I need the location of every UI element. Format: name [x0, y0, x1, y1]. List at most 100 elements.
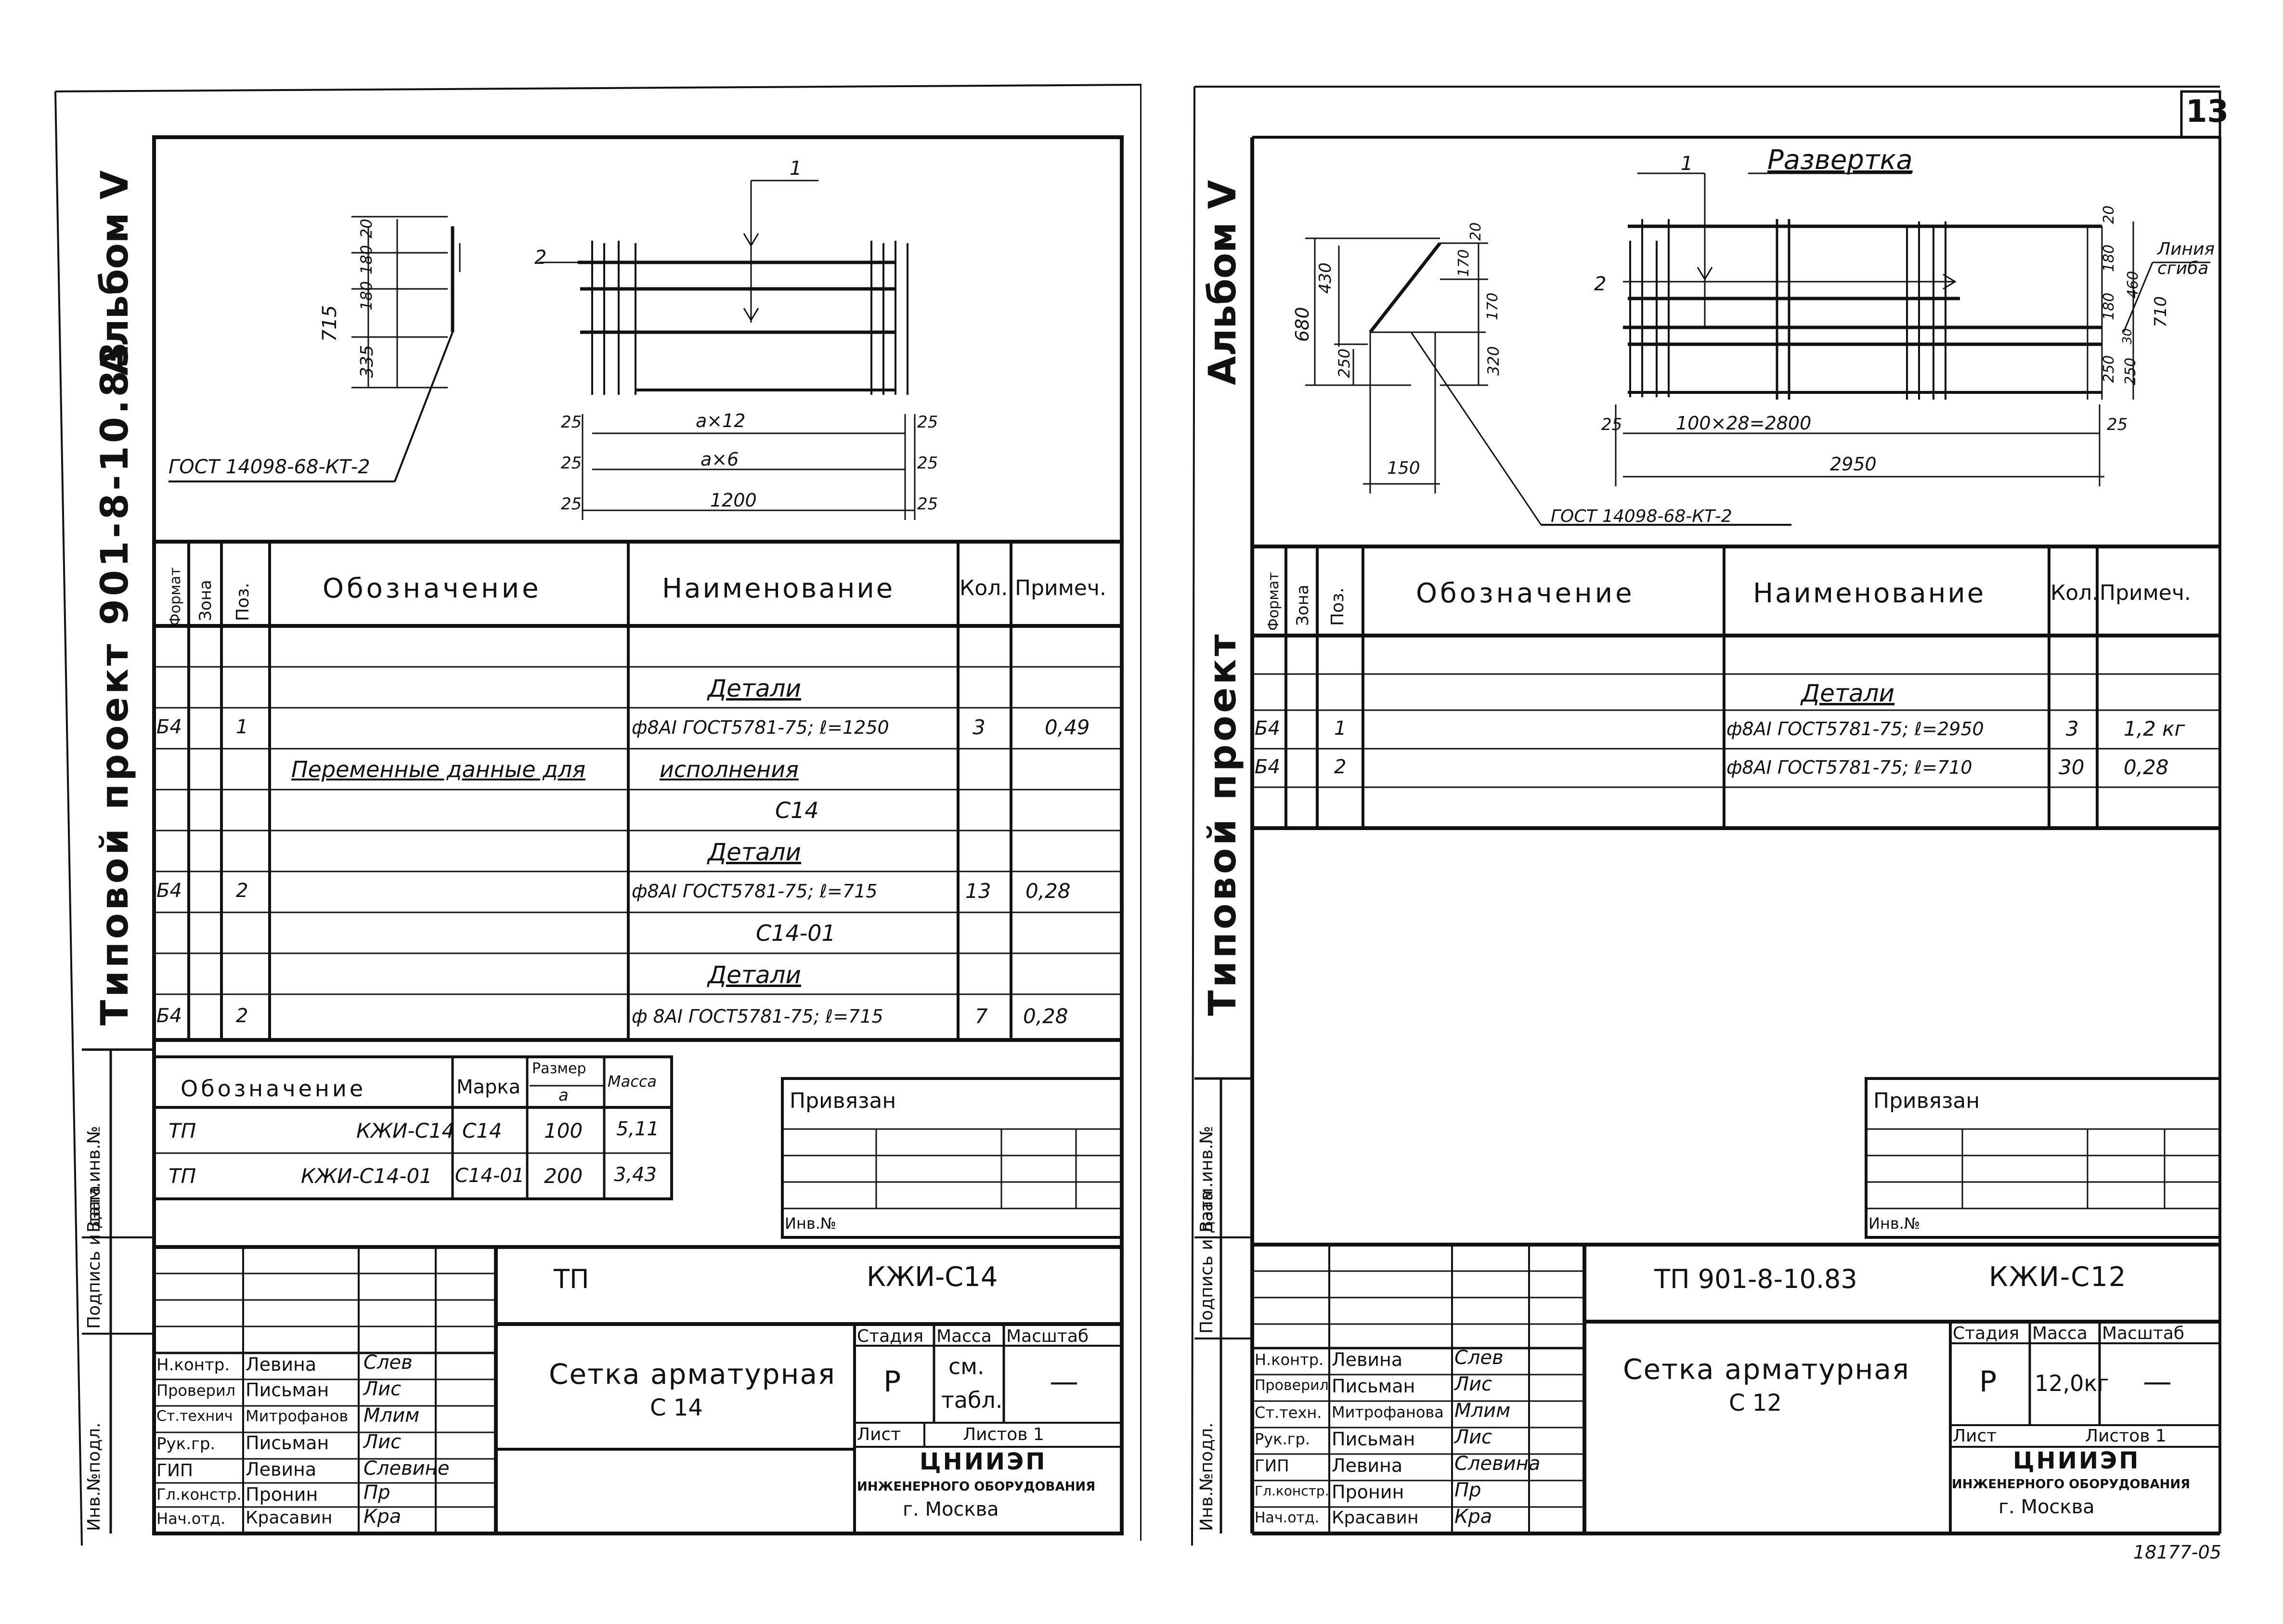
role-3: Ст.технич	[156, 1408, 233, 1425]
side-project-label: Типовой проект	[1201, 631, 1245, 1016]
tb-org-3: г. Москва	[1998, 1496, 2095, 1518]
variants-header-a: a	[558, 1086, 569, 1105]
role-2-signature: Лис	[1454, 1373, 1492, 1395]
dim-25-a: 25	[1601, 415, 1622, 434]
header-kol: Кол.	[960, 576, 1008, 600]
dim-715: 715	[319, 305, 341, 342]
role-2-name: Письман	[246, 1379, 329, 1401]
tb-stadia-value: Р	[883, 1365, 901, 1399]
row-2-format: Б4	[1255, 717, 1280, 740]
side-album-label: Альбом V	[1201, 180, 1245, 385]
dim-180: 180	[357, 281, 376, 311]
row-2-format: Б4	[156, 716, 182, 738]
privyazan-label: Привязан	[790, 1089, 896, 1113]
row-2-prim: 0,49	[1045, 715, 1090, 739]
row-9-poz: 2	[236, 1005, 248, 1027]
role-6-signature: Пр	[1454, 1479, 1481, 1501]
role-6-name: Пронин	[246, 1484, 318, 1505]
dim-25-f: 25	[917, 494, 938, 514]
variants-header-massa: Масса	[608, 1072, 657, 1091]
variant-1-tp: ТП	[169, 1119, 196, 1143]
page-number: 13	[2186, 94, 2229, 130]
role-1-signature: Слев	[363, 1351, 413, 1374]
dim-25-a: 25	[561, 413, 582, 432]
role-6-signature: Пр	[363, 1481, 390, 1504]
tb-listov: Листов 1	[2085, 1426, 2166, 1446]
role-5-signature: Слевина	[1454, 1453, 1541, 1475]
dim-a-x-12: a×12	[696, 410, 746, 431]
role-7: Нач.отд.	[156, 1509, 226, 1528]
dim-2950: 2950	[1830, 454, 1877, 475]
bottom-note: 18177-05	[2133, 1542, 2221, 1563]
variant-1-a: 100	[544, 1119, 583, 1143]
role-6-name: Пронин	[1332, 1481, 1404, 1503]
row-7-name: С14-01	[756, 920, 836, 946]
variant-2-tp: ТП	[169, 1164, 196, 1188]
header-zona: Зона	[196, 580, 215, 621]
role-4-name: Письман	[246, 1432, 329, 1454]
dim-180b: 180	[357, 245, 376, 274]
header-naimenovanie: Наименование	[1753, 578, 1986, 609]
dim-25-e: 25	[561, 494, 582, 514]
role-1: Н.контр.	[156, 1355, 230, 1375]
variant-1-marka: С14	[462, 1119, 502, 1143]
row-9-kol: 7	[975, 1004, 988, 1028]
header-oboznachenie: Обозначение	[1416, 578, 1635, 609]
row-9-name: ф 8АI ГОСТ5781-75; ℓ=715	[632, 1006, 883, 1027]
row-3-prim: 0,28	[2124, 755, 2169, 779]
tb-org-2: ИНЖЕНЕРНОГО ОБОРУДОВАНИЯ	[857, 1480, 1096, 1494]
tb-stadia: Стадия	[1953, 1324, 2020, 1343]
tb-masshtab-value: —	[1050, 1365, 1078, 1399]
role-7-name: Красавин	[246, 1508, 333, 1528]
row-6-format: Б4	[156, 880, 182, 902]
tb-org-1: ЦНИИЭП	[2013, 1447, 2140, 1474]
role-5-name: Левина	[1332, 1455, 1403, 1476]
dim-180a: 180	[2101, 244, 2117, 272]
header-oboznachenie: Обозначение	[323, 573, 542, 604]
dim-25-b: 25	[2107, 415, 2128, 434]
header-poz: Поз.	[1328, 587, 1348, 626]
tb-tp: ТП	[554, 1264, 589, 1294]
dim-25-b: 25	[917, 413, 938, 432]
gost-label: ГОСТ 14098-68-КТ-2	[1551, 507, 1732, 526]
role-4: Рук.гр.	[1255, 1430, 1310, 1448]
role-7: Нач.отд.	[1255, 1509, 1320, 1526]
tb-title-2: С 12	[1729, 1390, 1782, 1416]
right-sheet-lines	[1191, 86, 2221, 1546]
header-naimenovanie: Наименование	[662, 573, 895, 604]
row-2-kol: 3	[973, 715, 986, 739]
side-project-label: Типовой проект 901-8-10.83	[93, 338, 137, 1026]
row-8-name: Детали	[708, 961, 802, 989]
variants-header-marka: Марка	[456, 1076, 521, 1098]
tb-org-1: ЦНИИЭП	[920, 1448, 1047, 1475]
dim-460: 460	[2125, 271, 2141, 299]
role-2: Проверил	[1255, 1377, 1329, 1394]
dim-25-d: 25	[917, 454, 938, 473]
row-3-name: исполнения	[660, 756, 799, 782]
sgiba-label: сгиба	[2157, 259, 2209, 278]
role-3-signature: Млим	[1454, 1400, 1511, 1422]
tb-org-2: ИНЖЕНЕРНОГО ОБОРУДОВАНИЯ	[1952, 1477, 2191, 1492]
dim-710: 710	[2151, 296, 2170, 327]
role-5-name: Левина	[246, 1459, 317, 1480]
role-1-signature: Слев	[1454, 1347, 1504, 1369]
left-sheet-lines	[54, 84, 1142, 1546]
role-2-name: Письман	[1332, 1376, 1415, 1397]
razvertka-label: Развертка	[1767, 144, 1913, 176]
dim-100x28: 100×28=2800	[1676, 413, 1812, 434]
tb-massa-value-2: табл.	[941, 1387, 1003, 1413]
tb-org-3: г. Москва	[903, 1498, 999, 1520]
header-format: Формат	[1265, 572, 1282, 631]
row-2-name: ф8АI ГОСТ5781-75; ℓ=2950	[1726, 718, 1984, 740]
role-7-signature: Кра	[363, 1506, 402, 1528]
tb-massa-value: 12,0кг	[2035, 1370, 2109, 1396]
dim-1200: 1200	[710, 490, 757, 511]
tb-title-2: С 14	[650, 1394, 703, 1421]
dim-250: 250	[1335, 348, 1353, 378]
row-3-oboz: Переменные данные для	[291, 756, 586, 782]
dim-a-x-6: a×6	[700, 449, 739, 470]
header-zona: Зона	[1293, 585, 1312, 626]
dim-250c: 250	[2122, 357, 2139, 385]
role-1-name: Левина	[1332, 1349, 1403, 1370]
row-1-name: Детали	[1801, 679, 1895, 707]
